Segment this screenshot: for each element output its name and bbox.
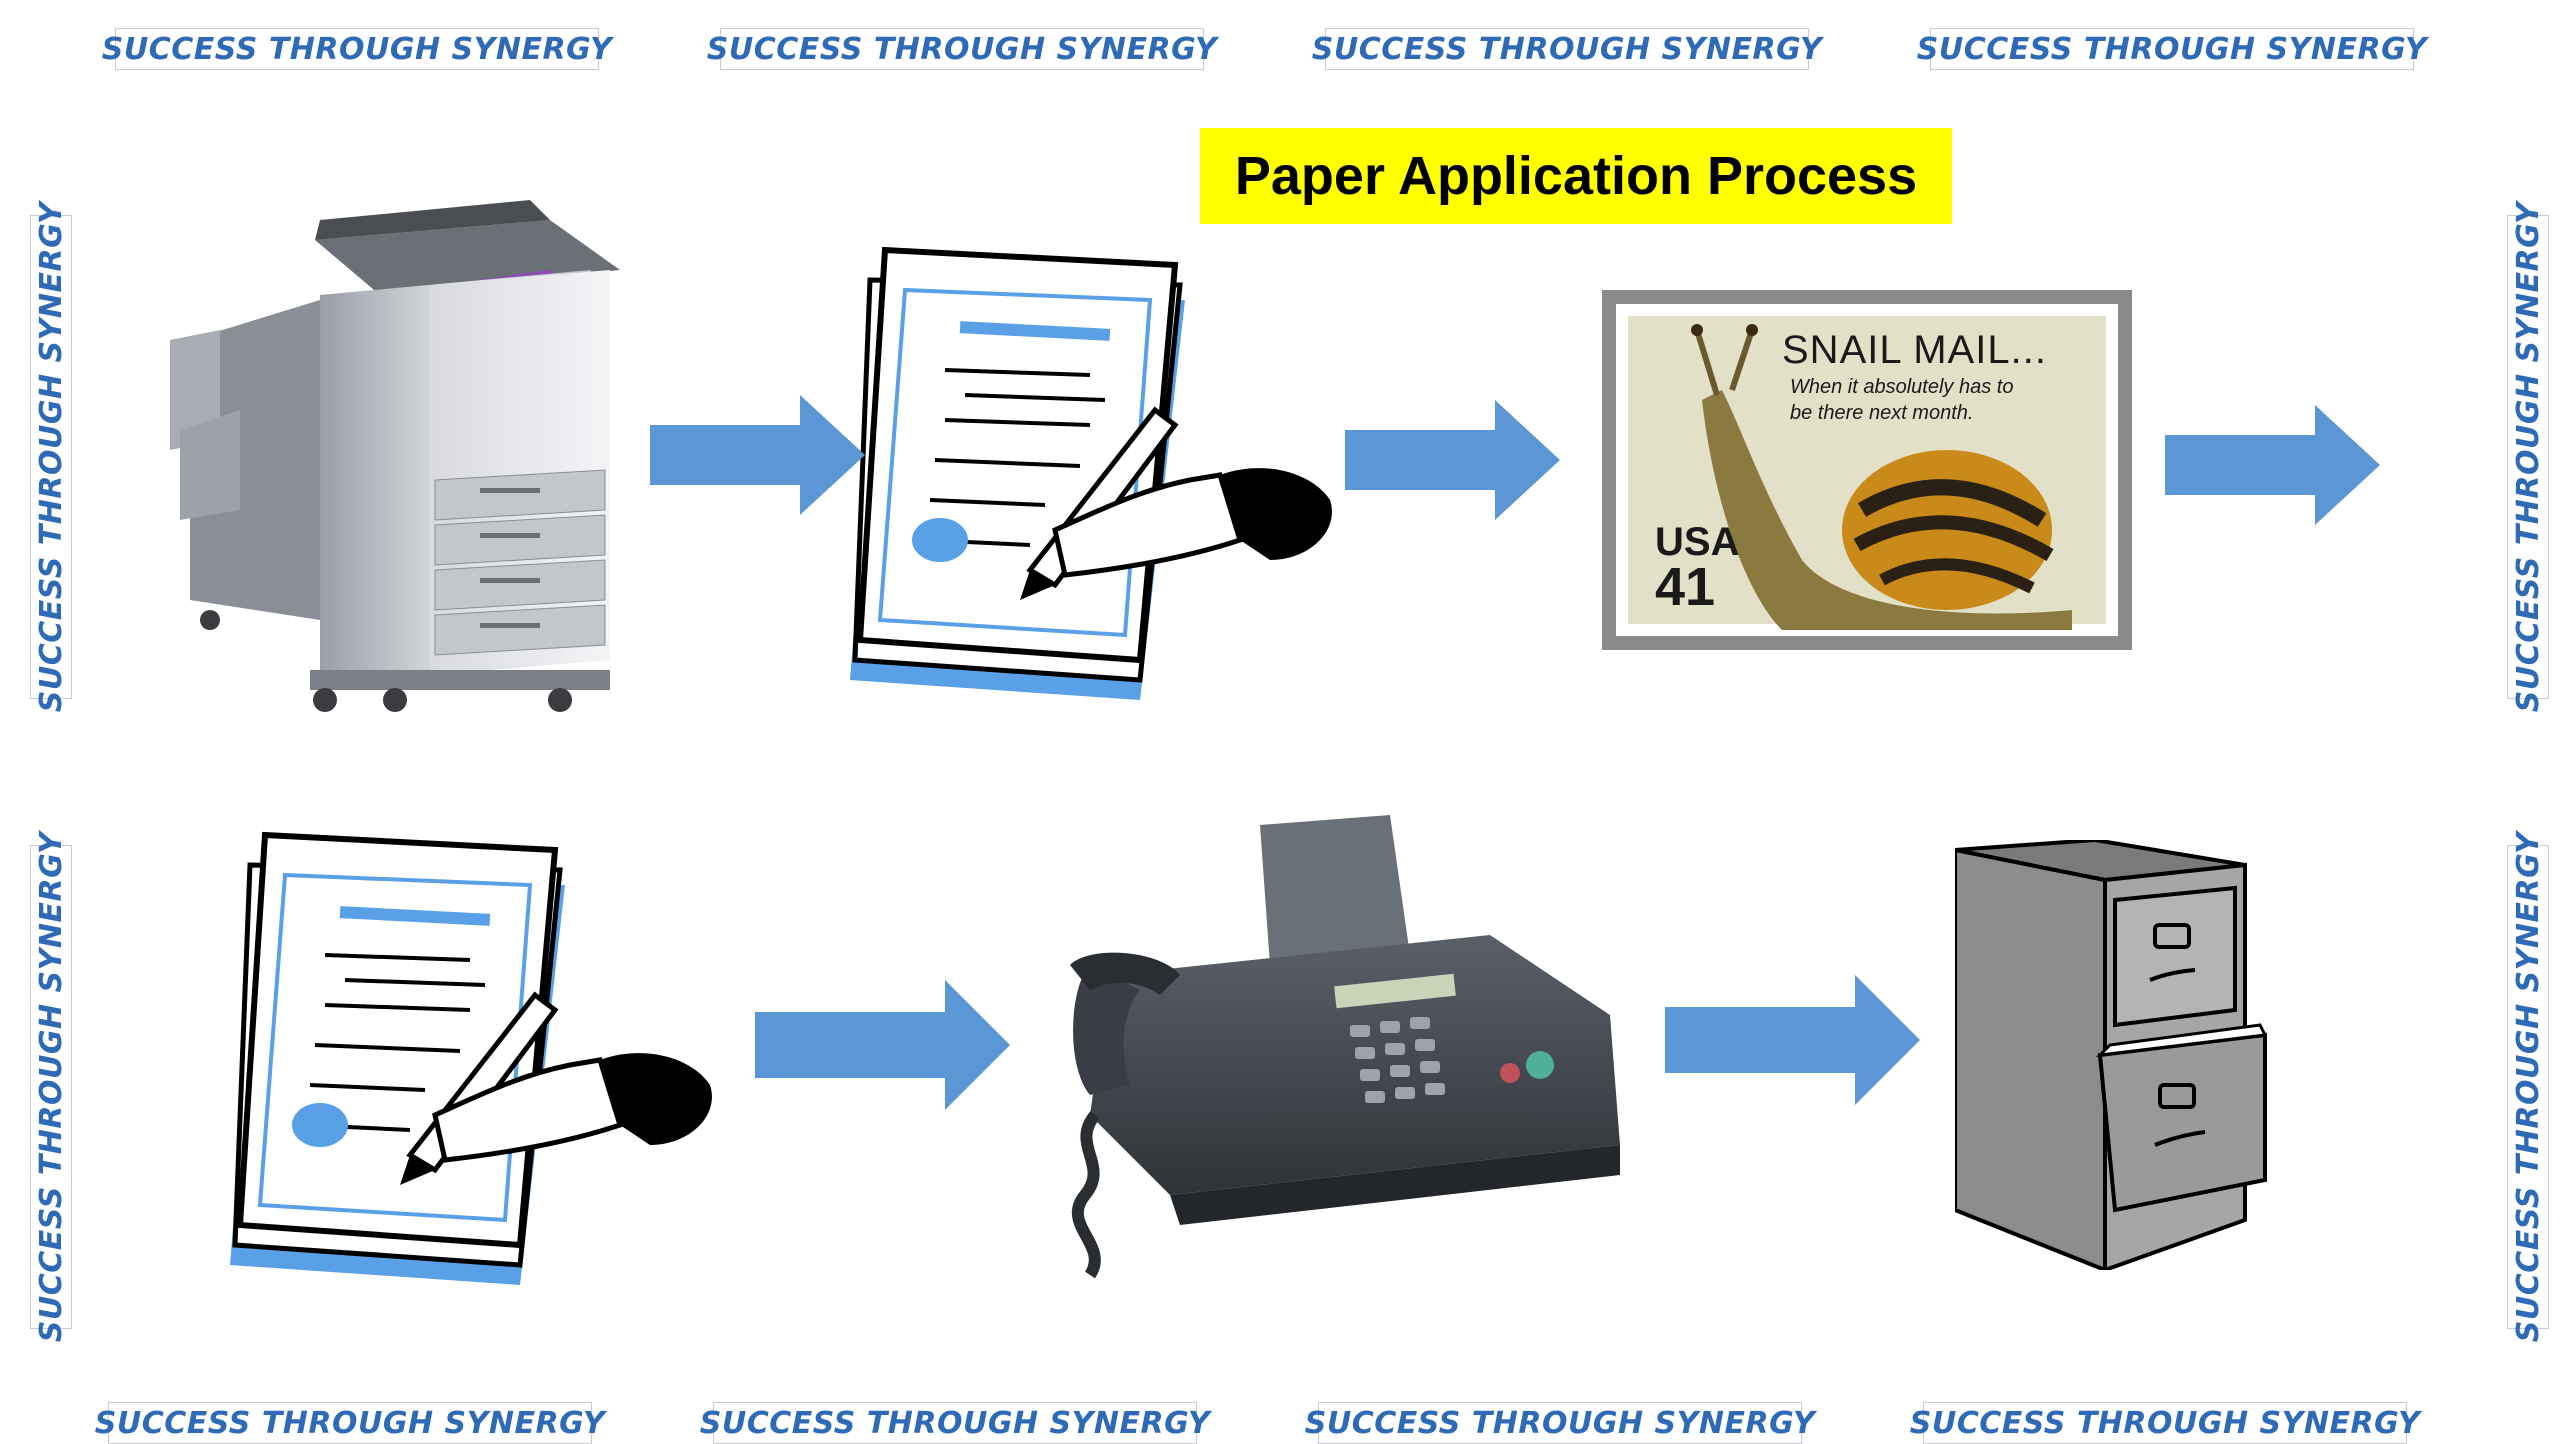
watermark-left-1: SUCCESS THROUGH SYNERGY	[30, 202, 72, 712]
watermark-right-2: SUCCESS THROUGH SYNERGY	[2507, 832, 2549, 1342]
diagram-title: Paper Application Process	[1200, 128, 1952, 224]
flow-arrow-5	[1665, 975, 1920, 1105]
watermark-top-2: SUCCESS THROUGH SYNERGY	[707, 28, 1217, 70]
watermark-bottom-1: SUCCESS THROUGH SYNERGY	[95, 1402, 605, 1444]
watermark-bottom-2: SUCCESS THROUGH SYNERGY	[700, 1402, 1210, 1444]
watermark-left-2: SUCCESS THROUGH SYNERGY	[30, 832, 72, 1342]
flow-arrow-3	[2165, 405, 2380, 525]
snail-mail-stamp-icon	[1602, 290, 2132, 650]
watermark-right-1: SUCCESS THROUGH SYNERGY	[2507, 202, 2549, 712]
watermark-top-3: SUCCESS THROUGH SYNERGY	[1312, 28, 1822, 70]
copier-icon	[170, 200, 620, 712]
signing-document-icon	[230, 831, 712, 1285]
stamp-tagline-1: When it absolutely has to	[1790, 376, 2014, 398]
watermark-bottom-3: SUCCESS THROUGH SYNERGY	[1305, 1402, 1815, 1444]
watermark-top-4: SUCCESS THROUGH SYNERGY	[1917, 28, 2427, 70]
stamp-tagline-2: be there next month.	[1790, 402, 1974, 424]
fax-machine-icon	[1070, 815, 1620, 1279]
flow-arrow-2	[1345, 400, 1560, 520]
stamp-headline: SNAIL MAIL...	[1782, 328, 2047, 372]
stamp-country: USA	[1655, 520, 1740, 564]
stamp-value: 41	[1655, 557, 1716, 617]
watermark-top-1: SUCCESS THROUGH SYNERGY	[102, 28, 612, 70]
watermark-bottom-4: SUCCESS THROUGH SYNERGY	[1910, 1402, 2420, 1444]
flow-arrow-4	[755, 980, 1010, 1110]
signing-document-icon	[850, 246, 1332, 700]
filing-cabinet-icon	[1955, 840, 2268, 1270]
flow-arrow-1	[650, 395, 865, 515]
